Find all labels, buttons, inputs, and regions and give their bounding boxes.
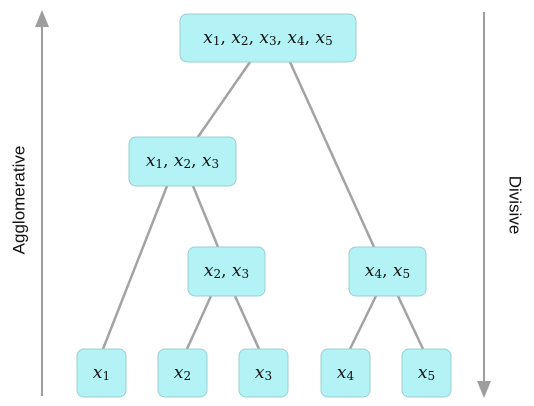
node-term-subscript: 2 bbox=[213, 267, 221, 281]
node-term-subscript: 1 bbox=[102, 369, 110, 383]
edge-x23-x2 bbox=[185, 294, 213, 351]
edge-x23-x3 bbox=[233, 294, 261, 351]
leaf-node-x1: x1 bbox=[76, 348, 127, 398]
cluster-node-x1-x2-x3: x1, x2, x3 bbox=[128, 136, 237, 187]
node-term-subscript: 4 bbox=[297, 34, 305, 48]
node-term-separator: , bbox=[305, 28, 316, 48]
leaf-node-x2: x2 bbox=[157, 348, 208, 398]
svg-text:x1, x2, x3: x1, x2, x3 bbox=[146, 151, 219, 171]
svg-text:x2, x3: x2, x3 bbox=[204, 261, 249, 281]
node-term-separator: , bbox=[382, 261, 393, 281]
node-term-separator: , bbox=[191, 151, 202, 171]
cluster-node-x4-x5: x4, x5 bbox=[348, 246, 427, 297]
divisive-label: Divisive bbox=[506, 176, 525, 235]
node-term-base: x bbox=[174, 151, 184, 171]
node-term-base: x bbox=[287, 28, 297, 48]
node-term-base: x bbox=[315, 28, 325, 48]
edge-x45-x4 bbox=[348, 294, 378, 351]
edge-root-x123 bbox=[196, 60, 252, 139]
node-term-subscript: 5 bbox=[427, 369, 435, 383]
node-term-base: x bbox=[259, 28, 269, 48]
leaf-node-x3: x3 bbox=[238, 348, 289, 398]
node-term-subscript: 3 bbox=[242, 267, 250, 281]
node-term-separator: , bbox=[163, 151, 174, 171]
node-term-base: x bbox=[174, 363, 184, 383]
svg-text:x2: x2 bbox=[174, 363, 191, 383]
node-term-subscript: 1 bbox=[213, 34, 221, 48]
edge-x45-x5 bbox=[396, 294, 425, 351]
svg-text:x3: x3 bbox=[255, 363, 272, 383]
agglomerative-arrow bbox=[35, 10, 49, 396]
leaf-node-x5: x5 bbox=[401, 348, 452, 398]
node-term-base: x bbox=[365, 261, 375, 281]
node-term-base: x bbox=[202, 151, 212, 171]
node-term-base: x bbox=[418, 363, 428, 383]
agglomerative-label: Agglomerative bbox=[9, 146, 28, 255]
node-term-base: x bbox=[204, 261, 214, 281]
cluster-node-x2-x3: x2, x3 bbox=[187, 246, 266, 297]
divisive-arrow bbox=[477, 12, 491, 398]
leaf-node-x4: x4 bbox=[320, 348, 371, 398]
tree-edges bbox=[101, 60, 425, 351]
node-term-separator: , bbox=[249, 28, 260, 48]
node-term-subscript: 2 bbox=[183, 157, 191, 171]
node-term-subscript: 5 bbox=[325, 34, 333, 48]
node-term-base: x bbox=[231, 28, 241, 48]
node-term-subscript: 4 bbox=[346, 369, 354, 383]
node-term-base: x bbox=[393, 261, 403, 281]
node-term-subscript: 3 bbox=[269, 34, 277, 48]
node-term-subscript: 3 bbox=[264, 369, 272, 383]
node-term-base: x bbox=[255, 363, 265, 383]
node-term-separator: , bbox=[221, 28, 232, 48]
node-term-base: x bbox=[203, 28, 213, 48]
cluster-node-root: x1, x2, x3, x4, x5 bbox=[179, 13, 357, 63]
node-term-subscript: 3 bbox=[212, 157, 220, 171]
svg-text:x4: x4 bbox=[337, 363, 355, 383]
node-term-subscript: 2 bbox=[241, 34, 249, 48]
node-term-base: x bbox=[146, 151, 156, 171]
node-term-base: x bbox=[337, 363, 347, 383]
svg-text:x1: x1 bbox=[93, 363, 110, 383]
edge-x123-x1 bbox=[101, 184, 169, 351]
node-term-subscript: 1 bbox=[155, 157, 163, 171]
node-term-subscript: 4 bbox=[374, 267, 382, 281]
svg-text:x5: x5 bbox=[418, 363, 435, 383]
svg-text:x4, x5: x4, x5 bbox=[365, 261, 410, 281]
edge-x123-x23 bbox=[191, 184, 220, 249]
node-term-base: x bbox=[93, 363, 103, 383]
node-term-subscript: 2 bbox=[183, 369, 191, 383]
node-term-subscript: 5 bbox=[403, 267, 411, 281]
tree-nodes: x1, x2, x3, x4, x5 x1, x2, x3 x2, x3 x4,… bbox=[76, 13, 452, 398]
node-term-separator: , bbox=[221, 261, 232, 281]
node-term-separator: , bbox=[277, 28, 288, 48]
node-term-base: x bbox=[232, 261, 242, 281]
edge-root-x45 bbox=[288, 60, 376, 249]
svg-text:x1, x2, x3, x4, x5: x1, x2, x3, x4, x5 bbox=[203, 28, 332, 48]
